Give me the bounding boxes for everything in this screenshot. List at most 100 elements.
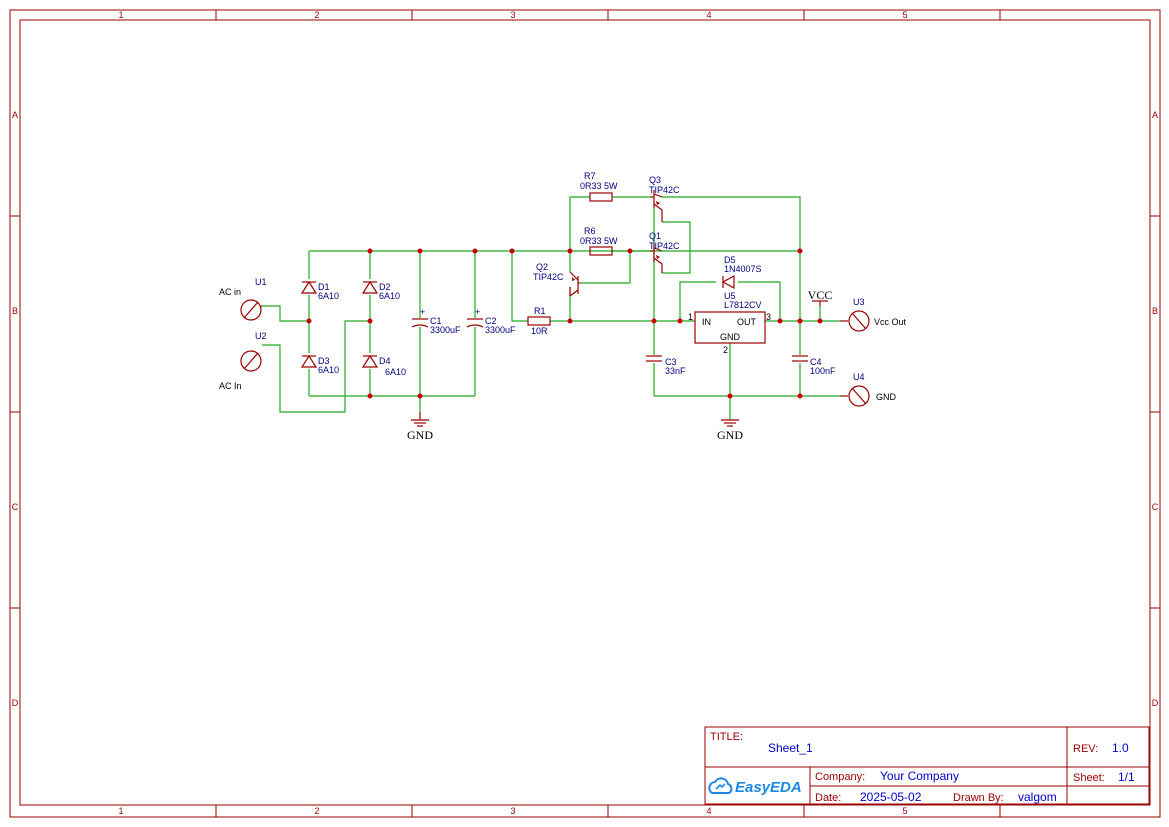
junctions bbox=[306, 248, 823, 399]
col-label: 4 bbox=[706, 806, 711, 816]
c2-polarity: + bbox=[475, 307, 480, 317]
d3-ref: D3 bbox=[318, 356, 330, 366]
junction-dot bbox=[797, 318, 803, 324]
connector-u2[interactable]: U2 AC In bbox=[219, 331, 267, 391]
regulator-u5[interactable]: U5 L7812CV IN OUT GND 1 3 2 bbox=[688, 291, 771, 355]
date-value: 2025-05-02 bbox=[860, 790, 922, 804]
junction-dot bbox=[509, 248, 515, 254]
d2-ref: D2 bbox=[379, 282, 391, 292]
u5-ref: U5 bbox=[724, 291, 736, 301]
r1-ref: R1 bbox=[534, 306, 546, 316]
c2-ref: C2 bbox=[485, 316, 497, 326]
connector-u4[interactable]: U4 GND bbox=[840, 372, 897, 407]
company-value: Your Company bbox=[880, 769, 959, 783]
gnd-label: GND bbox=[717, 428, 743, 442]
u5-pin1: 1 bbox=[688, 312, 693, 322]
capacitor-c3[interactable]: C3 33nF bbox=[645, 355, 686, 376]
junction-dot bbox=[367, 318, 373, 324]
c4-value: 100nF bbox=[810, 366, 836, 376]
junction-dot bbox=[797, 248, 803, 254]
u2-ref: U2 bbox=[255, 331, 267, 341]
r6-value: 0R33 5W bbox=[580, 236, 618, 246]
diode-d5[interactable]: D5 1N4007S bbox=[716, 255, 762, 290]
junction-dot bbox=[417, 393, 423, 399]
d5-value: 1N4007S bbox=[724, 264, 762, 274]
col-label: 4 bbox=[706, 10, 711, 20]
d1-ref: D1 bbox=[318, 282, 330, 292]
row-label: A bbox=[12, 110, 18, 120]
diode-d2[interactable]: D2 6A10 bbox=[361, 279, 400, 301]
junction-dot bbox=[627, 248, 633, 254]
diode-d4[interactable]: D4 6A10 bbox=[361, 353, 406, 377]
u2-label: AC In bbox=[219, 381, 242, 391]
connector-u3[interactable]: U3 Vcc Out bbox=[840, 297, 907, 332]
junction-dot bbox=[306, 318, 312, 324]
date-label: Date: bbox=[815, 792, 841, 804]
u5-pin3: 3 bbox=[766, 312, 771, 322]
connector-u1[interactable]: U1 AC in bbox=[219, 277, 267, 321]
c1-ref: C1 bbox=[430, 316, 442, 326]
capacitor-c1[interactable]: + C1 3300uF bbox=[411, 307, 461, 335]
col-label: 1 bbox=[118, 806, 123, 816]
diode-d1[interactable]: D1 6A10 bbox=[300, 279, 339, 301]
junction-dot bbox=[727, 393, 733, 399]
q3-ref: Q3 bbox=[649, 175, 661, 185]
u1-label: AC in bbox=[219, 287, 241, 297]
row-label: B bbox=[1152, 306, 1158, 316]
u3-label: Vcc Out bbox=[874, 317, 907, 327]
col-label: 5 bbox=[902, 806, 907, 816]
junction-dot bbox=[472, 248, 478, 254]
junction-dot bbox=[567, 318, 573, 324]
junction-dot bbox=[567, 248, 573, 254]
row-label: D bbox=[12, 698, 19, 708]
r1-value: 10R bbox=[531, 326, 548, 336]
c3-ref: C3 bbox=[665, 357, 677, 367]
r7-value: 0R33 5W bbox=[580, 181, 618, 191]
d5-ref: D5 bbox=[724, 255, 736, 265]
u5-value: L7812CV bbox=[724, 300, 762, 310]
title-block: TITLE: Sheet_1 REV: 1.0 Company: Your Co… bbox=[704, 726, 1150, 805]
junction-dot bbox=[797, 393, 803, 399]
q3-value: TIP42C bbox=[649, 185, 680, 195]
transistor-q1[interactable]: Q1 TIP42C bbox=[649, 231, 680, 273]
d3-value: 6A10 bbox=[318, 365, 339, 375]
capacitor-c2[interactable]: + C2 3300uF bbox=[466, 307, 516, 335]
row-label: B bbox=[12, 306, 18, 316]
q1-ref: Q1 bbox=[649, 231, 661, 241]
sheet-label: Sheet: bbox=[1073, 772, 1105, 784]
u5-pin-out: OUT bbox=[737, 317, 757, 327]
col-label: 1 bbox=[118, 10, 123, 20]
transistor-q2[interactable]: Q2 TIP42C bbox=[533, 262, 580, 297]
c4-ref: C4 bbox=[810, 357, 822, 367]
sheet-value: 1/1 bbox=[1118, 770, 1135, 784]
junction-dot bbox=[651, 318, 657, 324]
junction-dot bbox=[777, 318, 783, 324]
vcc-label: VCC bbox=[808, 288, 833, 302]
diode-d3[interactable]: D3 6A10 bbox=[300, 353, 339, 375]
u5-pin-in: IN bbox=[702, 317, 711, 327]
cloud-icon bbox=[708, 777, 733, 794]
junction-dot bbox=[417, 248, 423, 254]
junction-dot bbox=[367, 248, 373, 254]
rev-value: 1.0 bbox=[1112, 741, 1129, 755]
r7-ref: R7 bbox=[584, 171, 596, 181]
resistor-r1[interactable]: R1 10R bbox=[527, 306, 551, 336]
gnd-symbol-1: GND bbox=[407, 412, 433, 442]
transistor-q3[interactable]: Q3 TIP42C bbox=[649, 175, 680, 222]
title-label: TITLE: bbox=[710, 731, 743, 743]
col-label: 3 bbox=[510, 10, 515, 20]
col-label: 2 bbox=[314, 806, 319, 816]
resistor-r7[interactable]: R7 0R33 5W bbox=[580, 171, 618, 202]
row-label: A bbox=[1152, 110, 1158, 120]
row-label: C bbox=[1152, 502, 1159, 512]
junction-dot bbox=[817, 318, 823, 324]
resistor-r6[interactable]: R6 0R33 5W bbox=[580, 226, 618, 256]
junction-dot bbox=[367, 393, 373, 399]
junction-dot bbox=[677, 318, 683, 324]
col-label: 2 bbox=[314, 10, 319, 20]
u4-label: GND bbox=[876, 392, 897, 402]
drawn-by-value: valgom bbox=[1018, 790, 1057, 804]
d2-value: 6A10 bbox=[379, 291, 400, 301]
capacitor-c4[interactable]: C4 100nF bbox=[791, 355, 836, 376]
